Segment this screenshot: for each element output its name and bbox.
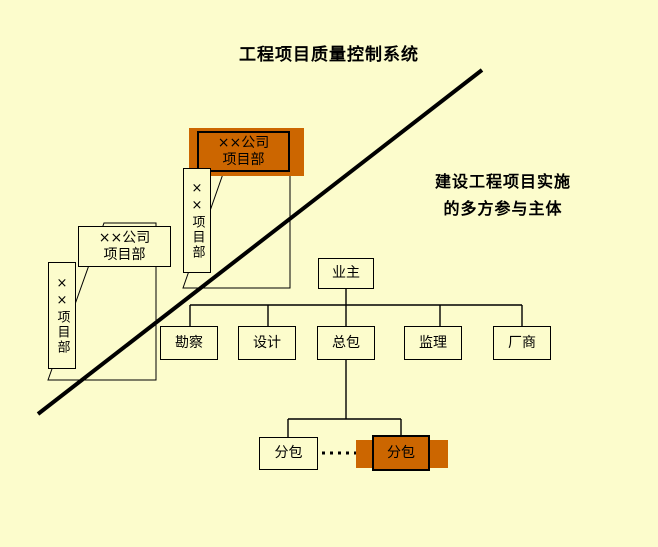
org-node-manufacturer[interactable]: 厂商 [493,326,551,360]
side-caption-line1: 建设工程项目实施 [434,172,571,191]
company-project-dept-box-middle[interactable]: ××公司 项目部 [78,226,171,267]
project-dept-box-front[interactable]: ××项目部 [48,262,76,369]
company-project-dept-box-front[interactable]: ××公司 项目部 [197,131,290,172]
org-node-design[interactable]: 设计 [238,326,296,360]
side-caption-line2: 的多方参与主体 [443,199,563,218]
project-dept-box-back[interactable]: ××项目部 [183,168,211,273]
diagonal-divider [36,68,484,416]
side-caption: 建设工程项目实施 的多方参与主体 [396,168,610,222]
org-node-supervisor[interactable]: 监理 [404,326,462,360]
org-node-subcontractor-left[interactable]: 分包 [259,437,318,470]
org-node-general-contractor[interactable]: 总包 [317,326,375,360]
layer-frame-middle [47,222,157,381]
org-connectors [189,288,523,437]
page-title: 工程项目质量控制系统 [239,45,419,65]
org-node-owner[interactable]: 业主 [318,258,374,289]
org-node-subcontractor-right[interactable]: 分包 [372,435,430,471]
org-node-survey[interactable]: 勘察 [160,326,218,360]
